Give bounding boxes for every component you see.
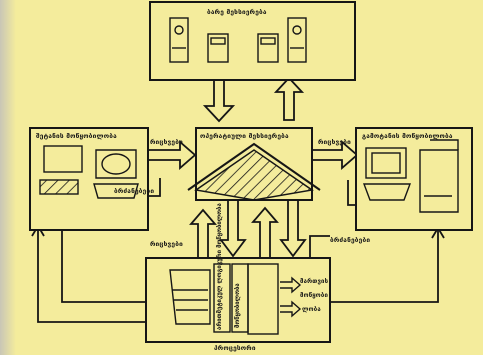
page-edge-shadow	[0, 0, 16, 355]
arrow-center-to-top	[273, 76, 305, 121]
arrow-control-2	[280, 300, 302, 318]
box-input-device	[29, 127, 149, 231]
disk-drive-icon-2	[257, 33, 279, 63]
arrow-processor-to-center-1	[189, 208, 217, 259]
label-operative-memory: ოპერატიული მეხსიერება	[200, 132, 289, 140]
label-control-c: ლობა	[302, 306, 321, 313]
label-external-memory: ბარე მეხსიერება	[207, 8, 267, 16]
label-alu-2: მოწყობილობა	[234, 283, 241, 328]
arrow-center-to-processor-2	[279, 199, 307, 258]
label-commands-left: ბრძანებები	[114, 187, 155, 195]
label-numbers-right: რიცხვები	[318, 138, 351, 146]
printer-icon-output	[419, 149, 459, 213]
arrow-processor-to-center-2	[251, 206, 279, 259]
storage-units-icons	[169, 17, 307, 63]
label-numbers-left: რიცხვები	[150, 138, 183, 146]
keyboard-icon-input	[39, 179, 79, 195]
label-input-device: შეტანის მოწყობილობა	[36, 132, 117, 140]
box-operative-memory	[187, 127, 321, 201]
arrow-top-to-center	[202, 79, 236, 123]
line-left-loop-outer	[37, 228, 146, 323]
tape-drive-icon-1	[169, 17, 189, 63]
label-alu: არითმეტიკულ ლოგიკური მოწყობილობა	[216, 203, 223, 330]
line-processor-to-right	[330, 230, 439, 303]
label-numbers-bottom: რიცხვები	[150, 240, 183, 248]
label-output-device: გამოტანის მოწყობილობა	[362, 132, 453, 140]
line-processor-control	[309, 235, 330, 260]
disk-drive-icon-1	[207, 33, 229, 63]
label-commands-right: ბრძანებები	[330, 236, 371, 244]
tape-drive-icon-2	[287, 17, 307, 63]
processor-panel-icon	[169, 269, 211, 325]
control-unit-block	[247, 263, 279, 335]
connector-lines	[31, 76, 445, 323]
label-control-a: მართვის	[300, 278, 329, 285]
arrow-left-to-center	[146, 140, 197, 170]
output-devices-icons	[362, 139, 459, 213]
monitor-icon-input	[43, 145, 83, 173]
label-processor: პროცესორი	[214, 344, 256, 352]
box-output-device	[355, 127, 473, 231]
input-devices-icons	[39, 145, 139, 199]
line-left-box-to-processor	[61, 228, 146, 303]
box-external-memory	[149, 1, 356, 81]
processor-internals	[169, 263, 302, 335]
monitor-icon-output	[365, 147, 407, 179]
arrow-control-1	[280, 276, 302, 294]
arrow-center-to-right	[310, 140, 359, 170]
label-control-b: მოწყობი	[300, 292, 329, 299]
alu-block	[213, 263, 231, 333]
terminal-icon-input	[95, 149, 137, 179]
arrow-center-to-processor-1	[219, 199, 247, 258]
